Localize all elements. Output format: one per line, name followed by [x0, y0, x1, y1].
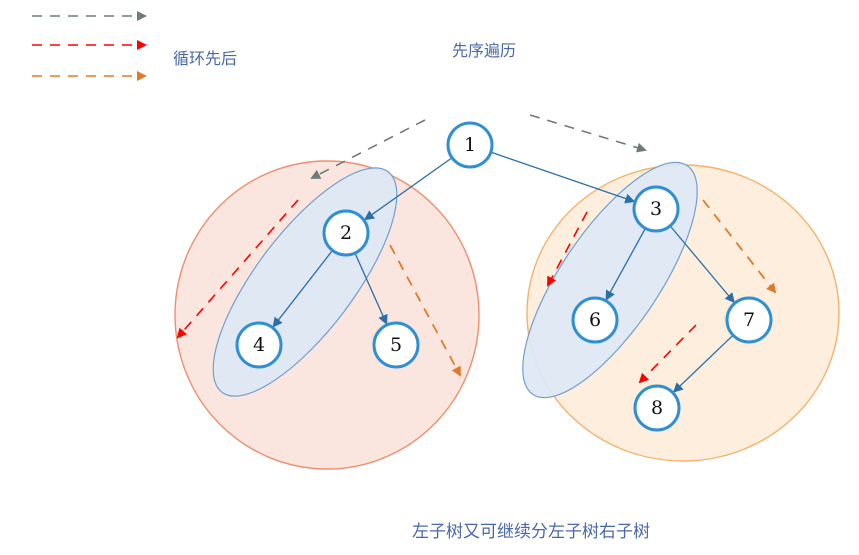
traversal-arrow-gray-left: [310, 119, 426, 179]
edge-1-3: [490, 151, 636, 204]
traversal-arrow-red-right-a: [547, 211, 588, 287]
diagram-title: 先序遍历: [452, 41, 517, 60]
traversal-arrow-gray-right: [529, 114, 647, 153]
node-label: 5: [390, 334, 402, 356]
tree-edges: [272, 151, 735, 393]
edge-7-8: [672, 334, 734, 393]
node-5: 5: [372, 321, 420, 369]
node-label: 7: [743, 309, 755, 331]
node-3: 3: [632, 185, 680, 233]
node-label: 2: [340, 222, 352, 244]
node-label: 4: [253, 334, 265, 356]
traversal-arrow-orange-right: [702, 199, 777, 294]
node-7: 7: [725, 296, 773, 344]
traversal-arrows: [176, 114, 777, 384]
node-circle: [322, 209, 370, 257]
edge-1-2: [363, 157, 453, 221]
node-circle: [633, 384, 681, 432]
node-label: 6: [589, 309, 601, 331]
node-circle: [446, 121, 494, 169]
node-4: 4: [235, 321, 283, 369]
node-8: 8: [633, 384, 681, 432]
node-circle: [571, 296, 619, 344]
legend: [32, 11, 147, 81]
node-label: 1: [464, 134, 476, 156]
node-label: 8: [651, 397, 663, 419]
node-circle: [235, 321, 283, 369]
edge-3-7: [669, 225, 735, 304]
edge-2-5: [354, 252, 388, 325]
node-6: 6: [571, 296, 619, 344]
node-2: 2: [322, 209, 370, 257]
legend-label: 循环先后: [173, 49, 238, 68]
node-circle: [372, 321, 420, 369]
edge-2-4: [272, 249, 334, 328]
traversal-arrow-orange-left: [389, 244, 461, 377]
tree-nodes: 1 2 3 4 5 6 7 8: [235, 121, 773, 432]
node-1: 1: [446, 121, 494, 169]
node-circle: [632, 185, 680, 233]
diagram-caption: 左子树又可继续分左子树右子树: [412, 522, 650, 542]
traversal-arrow-red-right-b: [638, 324, 697, 384]
node-circle: [725, 296, 773, 344]
node-label: 3: [650, 198, 662, 220]
traversal-arrow-red-left: [176, 199, 299, 339]
edge-3-6: [605, 227, 646, 301]
